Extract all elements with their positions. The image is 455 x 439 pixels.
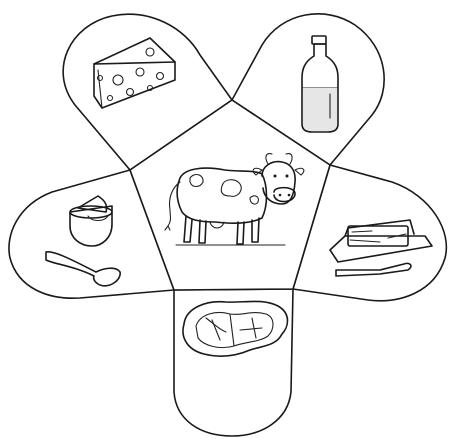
cow-products-diagram [0, 0, 455, 439]
diagram-canvas [0, 0, 455, 439]
